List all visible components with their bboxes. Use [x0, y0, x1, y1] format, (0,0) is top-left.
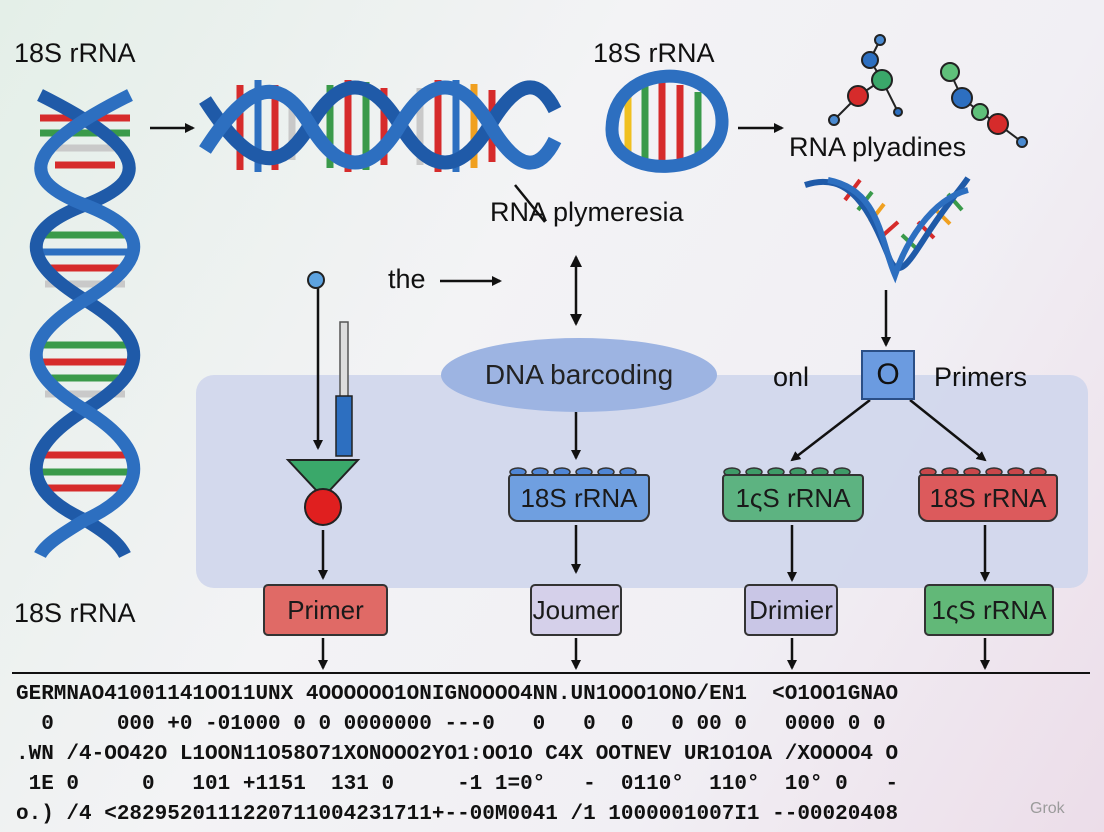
pipette-apparatus: [285, 271, 361, 526]
dna-barcoding-label: DNA barcoding: [484, 359, 674, 390]
label-top-left: 18S rRNA: [14, 38, 136, 68]
cylinder-18s-blue: 18S rRNA: [508, 474, 650, 522]
square-node: O: [861, 350, 915, 400]
code-line: GERMNAO41001141OO11UNX 4OOOOOO1ONIGNOOOO…: [16, 683, 899, 706]
cylinder-18s-red: 18S rRNA: [918, 474, 1058, 522]
dna-helix-small: [605, 69, 729, 173]
dna-helix-vertical: [29, 89, 141, 559]
molecule-cluster: [828, 34, 1028, 148]
code-block: GERMNAO41001141OO11UNX 4OOOOOO1ONIGNOOOO…: [16, 680, 1096, 830]
label-onl: onl: [773, 362, 810, 392]
box-drimier: Drimier: [744, 584, 838, 636]
box-label: Primer: [287, 594, 364, 625]
cylinder-1s-green: 1ςS rRNA: [722, 474, 864, 522]
box-label: Drimier: [749, 594, 833, 625]
dna-helix-horizontal: [199, 80, 562, 172]
helix-twist-right: [804, 176, 971, 284]
arrows: [150, 123, 990, 670]
box-primer: Primer: [263, 584, 388, 636]
box-1s-rrna: 1ςS rRNA: [924, 584, 1054, 636]
box-label: Joumer: [532, 594, 620, 625]
watermark: Grok: [1030, 800, 1065, 817]
box-label: 1ςS rRNA: [931, 594, 1047, 625]
divider-line: [12, 672, 1090, 674]
label-top-mid: 18S rRNA: [593, 38, 715, 68]
cylinder-label: 1ςS rRNA: [735, 482, 851, 513]
label-the: the: [388, 264, 426, 294]
dna-barcoding-node: DNA barcoding: [441, 338, 717, 412]
cylinder-label: 18S rRNA: [520, 482, 638, 513]
box-joumer: Joumer: [530, 584, 622, 636]
code-line: o.) /4 <2829520111220711004231711+--00M0…: [16, 803, 899, 826]
code-line: 0 000 +0 -01000 0 0 0000000 ---0 0 0 0 0…: [16, 713, 886, 736]
label-bottom-left: 18S rRNA: [14, 598, 136, 628]
cylinder-label: 18S rRNA: [929, 482, 1047, 513]
label-primers: Primers: [934, 362, 1027, 392]
code-line: .WN /4-OO42O L1OON11O58O71XONOOO2YO1:OO1…: [16, 743, 899, 766]
square-node-label: O: [876, 358, 900, 391]
code-line: 1E 0 0 101 +1151 131 0 -1 1=0° - 0110° 1…: [16, 773, 899, 796]
label-rna-plymeresia: RNA plymeresia: [490, 197, 684, 227]
label-rna-plyadines: RNA plyadines: [789, 132, 967, 162]
